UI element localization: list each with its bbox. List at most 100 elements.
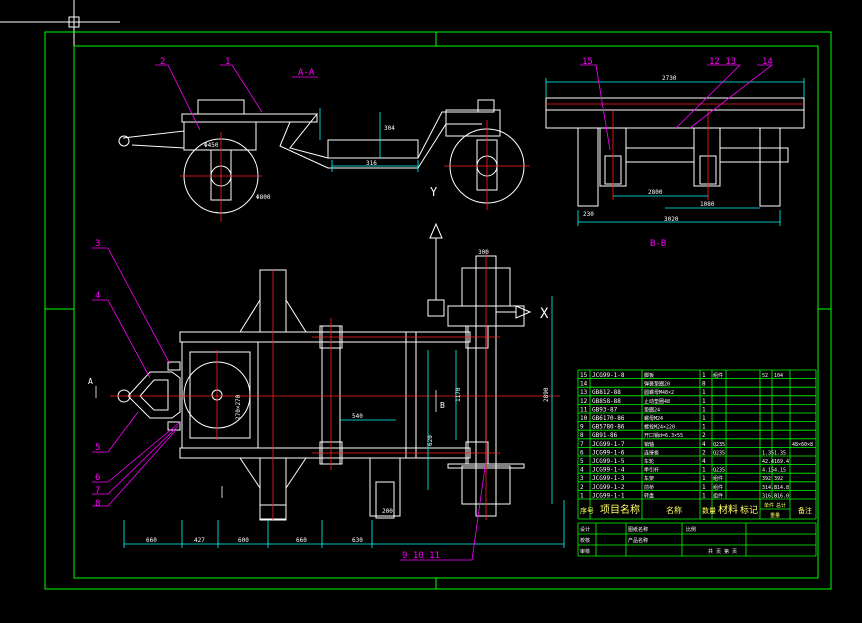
side-view-dims [319,108,419,172]
plan-dim-labels: 660 427 600 660 630 540 270×270 2890 117… [146,249,550,544]
part-qty: 1 [702,398,706,405]
header-note: 备注 [798,506,812,515]
part-code: GB858-88 [592,398,621,405]
plan-dim-660b: 660 [296,537,307,544]
side-dim-316: 316 [366,160,377,167]
part-no: 15 [580,372,588,379]
part-code: GB93-87 [592,406,618,413]
part-material: 组件 [713,492,723,499]
balloon-12-13: 12 13 [709,57,736,67]
header-no: 序号 [580,506,594,515]
title-pages: 共 页 第 页 [708,548,737,555]
part-name: 止动垫圈48 [644,398,670,405]
plan-dim-b: 1170 [455,387,462,402]
part-code: GB812-88 [592,389,621,396]
part-total-mass: 316.0 [774,493,789,499]
part-total-mass: 169.4 [774,459,789,465]
balloon-6: 6 [95,473,100,483]
part-total-mass: 4.15 [774,468,786,474]
part-name: 转盘 [644,492,654,499]
plan-dim-200: 200 [382,508,393,515]
part-no: 10 [580,415,588,422]
part-material: Q235 [713,442,725,448]
part-qty: 1 [702,492,706,499]
header-mass: 重量 [770,512,780,519]
part-no: 13 [580,389,588,396]
balloon-9-11: 9 10 11 [402,551,440,561]
part-code: JCG99-1-1 [592,492,625,499]
balloon-2: 2 [160,57,165,67]
part-total-mass: 104 [774,373,783,379]
balloon-5: 5 [95,443,100,453]
side-dim-wheel: Φ800 [256,194,271,201]
part-no: 9 [580,424,584,431]
side-view-a-a [118,99,525,214]
rear-dims [545,78,805,226]
rear-dim-overall: 3020 [664,216,679,223]
plan-balloons: 3 4 5 6 7 8 9 10 11 [95,239,440,561]
rear-dim-left: 230 [583,211,594,218]
balloon-4: 4 [95,291,100,301]
part-no: 5 [580,458,584,465]
part-single-mass: 4.15 [762,468,774,474]
part-name: 车架 [644,475,654,482]
part-single-mass: 314.8 [762,485,777,491]
part-single-mass: 1.35 [762,450,774,456]
header-project: 项目名称 [600,503,640,516]
rear-dim-track1: 2800 [648,189,663,196]
cad-crosshair-cursor [0,0,120,72]
balloon-1: 1 [225,57,230,67]
side-leaders [155,64,263,131]
part-name: 螺母M24 [644,415,663,422]
balloon-14: 14 [762,57,773,67]
plan-dims [123,296,565,548]
plan-dim-height: 2890 [543,387,550,402]
part-code: GB91-86 [592,432,618,439]
part-name: 脚板 [644,372,654,379]
title-scale: 比例 [686,526,696,533]
plan-dim-660a: 660 [146,537,157,544]
plan-dim-270: 270×270 [235,394,242,420]
part-name: 垫圈24 [644,406,660,413]
part-code: JCG99-1-8 [592,372,625,379]
part-name: 销轴 [644,441,654,448]
rear-dim-width: 2730 [662,75,677,82]
part-qty: 1 [702,372,706,379]
part-single-mass: 42.4 [762,459,774,465]
header-material: 材料 [718,503,738,516]
part-qty: 2 [702,449,706,456]
title-designer: 设计 [580,526,590,533]
part-no: 11 [580,406,588,413]
part-no: 4 [580,467,584,474]
part-name: 螺栓M24×220 [644,424,675,431]
rear-view-b-b [545,97,805,207]
plan-dim-630: 630 [352,537,363,544]
header-mark: 标记 [740,504,758,516]
part-total-mass: 1.35 [774,450,786,456]
part-qty: 1 [702,475,706,482]
section-label-a: A [88,377,93,386]
part-name: 弹簧垫圈20 [644,381,670,388]
section-marks [95,386,437,498]
drawing-frame [44,31,832,590]
part-no: 6 [580,449,584,456]
part-qty: 1 [702,389,706,396]
arrow-label-x: X [540,306,549,322]
part-no: 8 [580,432,584,439]
header-name: 名称 [666,505,682,515]
part-code: JCG99-1-7 [592,441,625,448]
part-no: 7 [580,441,584,448]
plan-dim-300: 300 [478,249,489,256]
part-single-mass: 52 [762,373,768,379]
plan-centerlines [110,250,560,520]
part-code: JCG99-1-3 [592,475,625,482]
part-total-mass: 314.8 [774,485,789,491]
part-qty: 1 [702,424,706,431]
part-code: GB6170-86 [592,415,625,422]
title-reviewer: 审核 [580,548,590,555]
header-single: 单件 [764,502,774,509]
title-product-name: 产品名称 [628,537,648,544]
part-material: Q235 [713,468,725,474]
part-no: 1 [580,492,584,499]
part-material: 组件 [713,475,723,482]
